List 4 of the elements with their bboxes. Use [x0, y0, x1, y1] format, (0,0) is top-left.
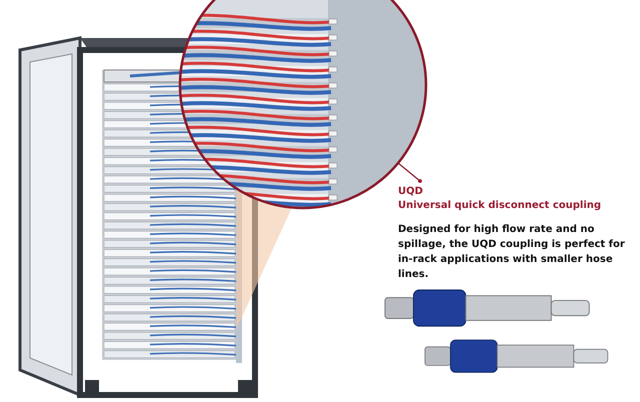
product-name: UQD	[398, 185, 424, 199]
leader-line	[398, 162, 422, 183]
product-description: Designed for high flow rate and no spillage, the UQD coupling is perfect for in-rack applications with smaller hose lines.	[398, 223, 626, 282]
product-subtitle: Universal quick disconnect coupling	[398, 199, 602, 213]
